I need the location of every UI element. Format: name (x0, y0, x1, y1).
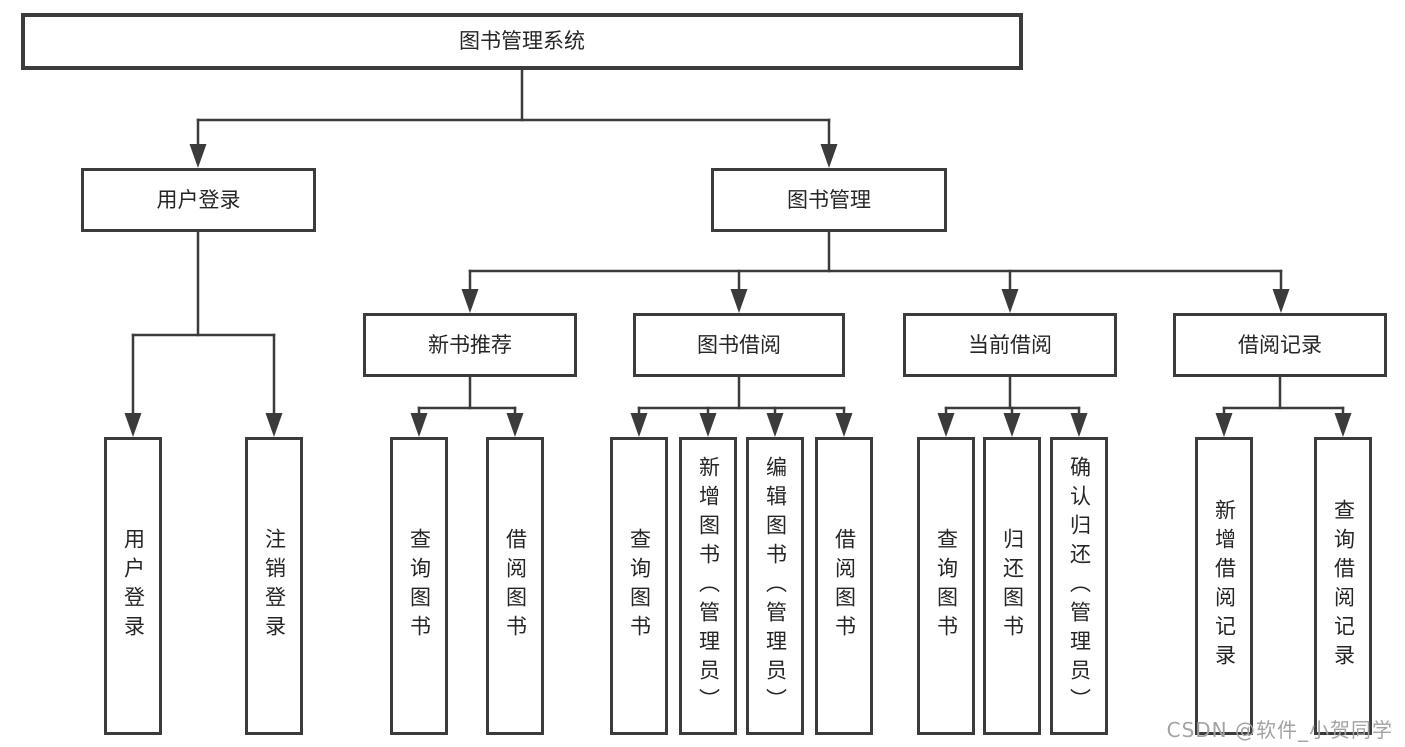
leaf-confirm-return-admin: 确认归还（管理员） (1050, 437, 1108, 735)
node-book-borrow-label: 图书借阅 (697, 332, 781, 357)
watermark-text: CSDN @软件_小贺同学 (1166, 718, 1393, 742)
leaf-add-book-admin-label: 新增图书（管理员） (696, 455, 721, 717)
leaf-logout-label: 注销登录 (262, 528, 287, 644)
leaf-query-books-recommend: 查询图书 (390, 437, 448, 735)
leaf-return-book: 归还图书 (983, 437, 1041, 735)
node-root-label: 图书管理系统 (459, 29, 585, 53)
leaf-add-borrow-record: 新增借阅记录 (1195, 437, 1253, 735)
node-new-book-recommend-label: 新书推荐 (428, 332, 512, 357)
leaf-borrow-books-recommend-label: 借阅图书 (503, 528, 528, 644)
node-borrow-records: 借阅记录 (1173, 313, 1387, 377)
leaf-user-login-label: 用户登录 (121, 528, 146, 644)
leaf-query-borrow-record-label: 查询借阅记录 (1331, 499, 1356, 673)
leaf-query-borrow-record: 查询借阅记录 (1314, 437, 1372, 735)
leaf-add-book-admin: 新增图书（管理员） (679, 437, 737, 735)
leaf-query-books-current: 查询图书 (917, 437, 975, 735)
node-book-management: 图书管理 (711, 168, 947, 232)
leaf-edit-book-admin: 编辑图书（管理员） (746, 437, 804, 735)
node-user-login-label: 用户登录 (156, 187, 241, 212)
leaf-query-books-borrow-label: 查询图书 (627, 528, 652, 644)
node-new-book-recommend: 新书推荐 (363, 313, 577, 377)
leaf-edit-book-admin-label: 编辑图书（管理员） (763, 455, 788, 717)
leaf-add-borrow-record-label: 新增借阅记录 (1212, 499, 1237, 673)
leaf-logout: 注销登录 (245, 437, 303, 735)
leaf-return-book-label: 归还图书 (1000, 528, 1025, 644)
leaf-borrow-books-recommend: 借阅图书 (486, 437, 544, 735)
leaf-borrow-books-label: 借阅图书 (832, 528, 857, 644)
node-current-borrow-label: 当前借阅 (968, 332, 1052, 357)
leaf-user-login: 用户登录 (104, 437, 162, 735)
leaf-query-books-borrow: 查询图书 (610, 437, 668, 735)
node-current-borrow: 当前借阅 (903, 313, 1117, 377)
node-root: 图书管理系统 (21, 13, 1023, 70)
leaf-confirm-return-admin-label: 确认归还（管理员） (1067, 455, 1092, 717)
leaf-query-books-recommend-label: 查询图书 (407, 528, 432, 644)
node-book-borrow: 图书借阅 (633, 313, 845, 377)
node-user-login: 用户登录 (81, 168, 316, 232)
node-book-management-label: 图书管理 (787, 187, 871, 212)
leaf-query-books-current-label: 查询图书 (934, 528, 959, 644)
leaf-borrow-books: 借阅图书 (815, 437, 873, 735)
node-borrow-records-label: 借阅记录 (1238, 332, 1322, 357)
